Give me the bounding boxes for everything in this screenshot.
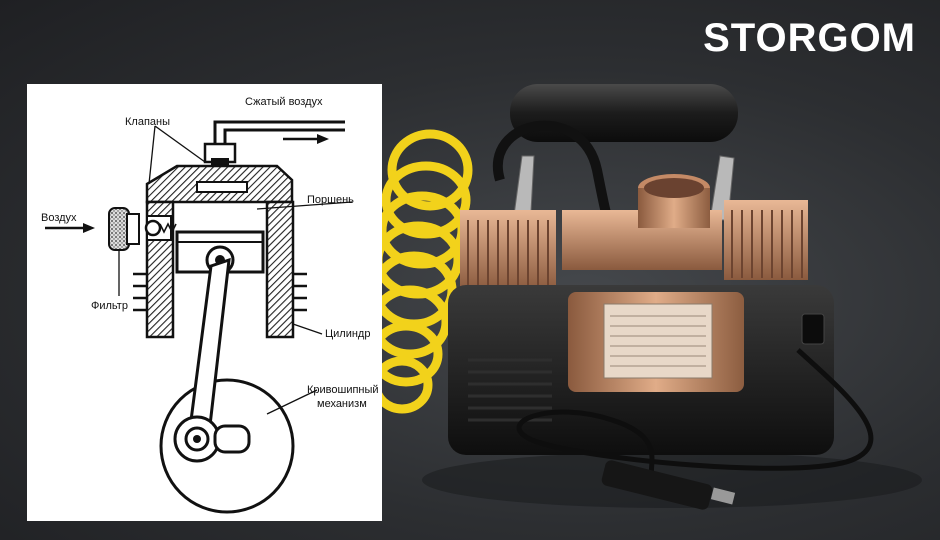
label-valves: Клапаны: [125, 116, 170, 128]
label-filter: Фильтр: [91, 300, 128, 312]
label-cylinder: Цилиндр: [325, 328, 371, 340]
diagram-drawing: [45, 120, 353, 514]
power-switch: [801, 313, 825, 345]
cigarette-lighter-plug: [601, 460, 736, 510]
label-crank-line2: механизм: [317, 398, 367, 410]
compressor-product-photo: [382, 84, 922, 510]
compressor-diagram: Сжатый воздух Клапаны Воздух Поршень Фил…: [27, 84, 382, 521]
right-cylinder-head: [724, 200, 808, 280]
label-crank-line1: Кривошипный: [307, 384, 379, 396]
brand-logo: STORGOM: [703, 16, 916, 60]
label-piston: Поршень: [307, 194, 354, 206]
left-cylinder-head: [460, 210, 556, 290]
label-air: Воздух: [41, 212, 77, 224]
yellow-air-hose: [382, 129, 473, 414]
label-compressed-air: Сжатый воздух: [245, 96, 323, 108]
carry-handle: [510, 84, 738, 142]
